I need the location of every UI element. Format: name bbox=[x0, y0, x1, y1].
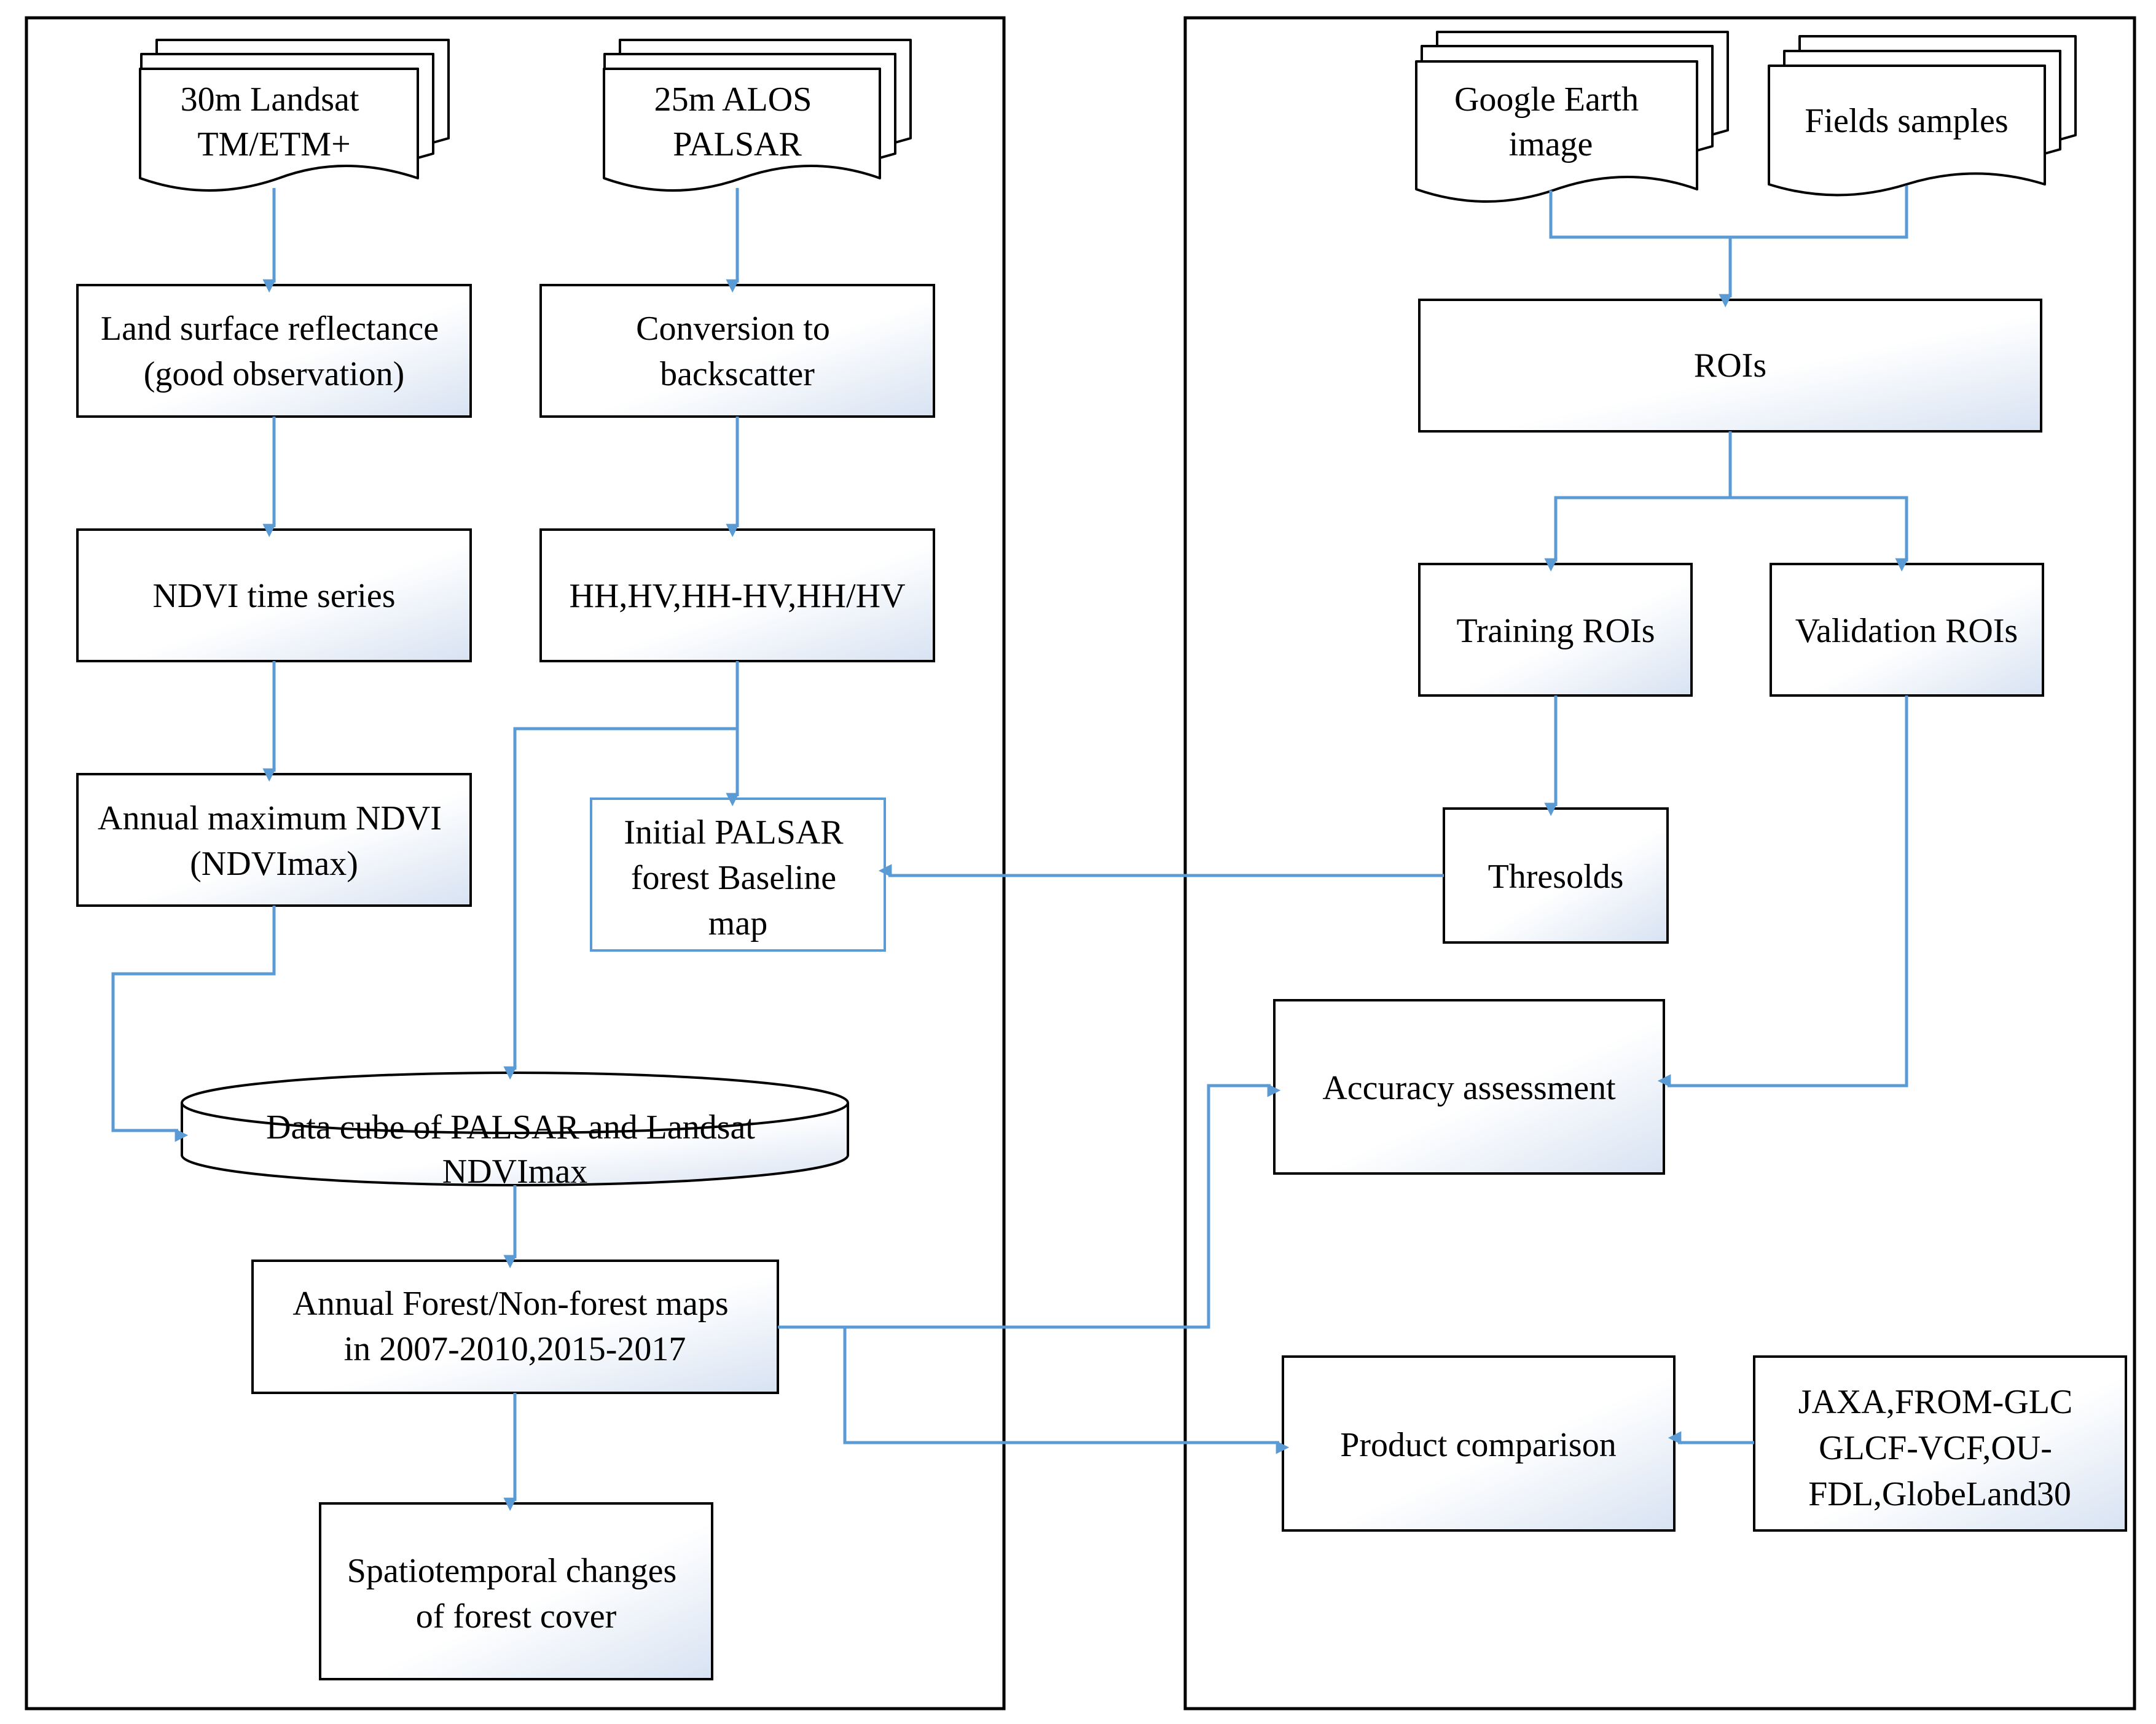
thresholds-label: Thresolds bbox=[1488, 858, 1624, 896]
hh-hv-label: HH,HV,HH-HV,HH/HV bbox=[569, 577, 905, 615]
alos-label: 25m ALOS PALSAR bbox=[654, 80, 821, 163]
arrow-annualmax-to-cube bbox=[111, 906, 276, 1142]
land-surface-reflectance-box bbox=[76, 284, 472, 418]
left-panel-frame bbox=[25, 16, 1006, 1710]
alos-document-stack bbox=[603, 39, 912, 192]
arrow-google-to-rois bbox=[1549, 190, 1732, 308]
data-cube-label: Data cube of PALSAR and Landsat NDVImax bbox=[266, 1108, 764, 1191]
training-rois-label: Training ROIs bbox=[1456, 612, 1655, 650]
spatiotemporal-changes-box bbox=[319, 1502, 713, 1680]
conversion-backscatter-box bbox=[539, 284, 935, 418]
google-earth-label: Google Earth image bbox=[1454, 80, 1647, 163]
arrow-annualmaps-to-accuracy bbox=[778, 1084, 1281, 1329]
product-comparison-box bbox=[1282, 1355, 1676, 1532]
arrow-rois-to-validation bbox=[1730, 496, 1908, 572]
right-panel-frame bbox=[1183, 16, 2136, 1710]
landsat-label: 30m Landsat TM/ETM+ bbox=[181, 80, 368, 163]
fields-samples-document-stack bbox=[1768, 35, 2077, 197]
training-rois-box bbox=[1418, 563, 1693, 697]
hh-hv-box bbox=[539, 528, 935, 662]
annual-max-label: Annual maximum NDVI (NDVImax) bbox=[98, 799, 450, 883]
arrow-annualmaps-to-comparison bbox=[843, 1327, 1290, 1454]
product-comparison-label: Product comparison bbox=[1340, 1426, 1616, 1464]
arrow-validation-to-accuracy bbox=[1657, 695, 1908, 1087]
landsat-document-stack bbox=[139, 39, 450, 192]
spatiotemporal-label: Spatiotemporal changes of forest cover bbox=[347, 1552, 686, 1636]
validation-rois-label: Validation ROIs bbox=[1795, 612, 2018, 650]
products-list-box bbox=[1753, 1355, 2127, 1532]
products-list-label: JAXA,FROM-GLC GLCF-VCF,OU- FDL,GlobeLand… bbox=[1798, 1383, 2082, 1513]
ndvi-time-series-label: NDVI time series bbox=[152, 577, 395, 615]
ndvi-time-series-box bbox=[76, 528, 472, 662]
connector-arrows bbox=[111, 186, 1908, 1511]
google-earth-document-stack bbox=[1415, 31, 1729, 203]
annual-forest-maps-label: Annual Forest/Non-forest maps in 2007-20… bbox=[292, 1285, 737, 1368]
conversion-label: Conversion to backscatter bbox=[636, 310, 839, 393]
land-surface-label: Land surface reflectance (good observati… bbox=[101, 310, 447, 393]
arrow-rois-split bbox=[1544, 431, 1732, 572]
accuracy-assessment-label: Accuracy assessment bbox=[1322, 1069, 1616, 1107]
rois-box bbox=[1418, 299, 2042, 433]
rois-label: ROIs bbox=[1694, 347, 1766, 385]
arrow-fields-to-rois bbox=[1730, 186, 1908, 239]
annual-max-ndvi-box bbox=[76, 773, 472, 907]
arrow-hh-to-cube bbox=[503, 727, 737, 1080]
initial-palsar-label: Initial PALSAR forest Baseline map bbox=[624, 813, 852, 942]
fields-samples-label: Fields samples bbox=[1805, 102, 2008, 140]
annual-forest-maps-box bbox=[251, 1260, 779, 1394]
